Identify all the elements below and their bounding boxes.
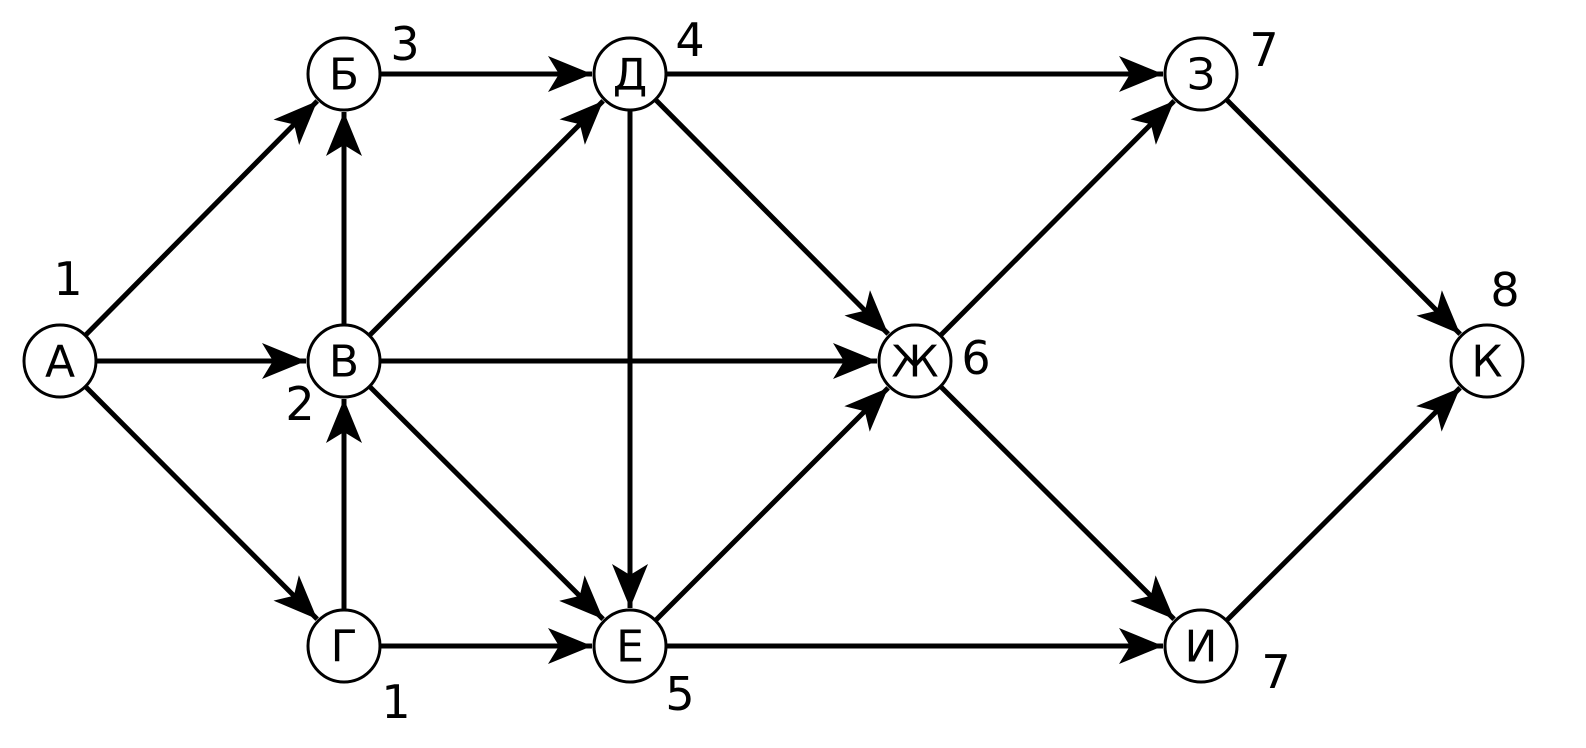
- node-circle: [592, 608, 668, 684]
- node-circle: [22, 323, 98, 399]
- node-circle: [877, 323, 953, 399]
- edge-i-to-k: [1224, 386, 1462, 623]
- node-weight-d: 4: [675, 13, 704, 67]
- weights-layer: 1 3 2 1 4 5 6 7 7 8: [53, 13, 1519, 729]
- nodes-layer: А Б В Г Д Е Ж З И К: [22, 36, 1525, 684]
- node-b: Б: [306, 36, 382, 112]
- node-label: З: [1187, 50, 1215, 101]
- node-label: Б: [329, 50, 359, 101]
- node-d: Д: [592, 36, 668, 112]
- edge-a-to-g: [83, 384, 319, 621]
- node-label: К: [1471, 337, 1502, 388]
- node-zh: Ж: [877, 323, 953, 399]
- node-weight-z: 7: [1249, 23, 1278, 77]
- edge-zh-to-z: [938, 99, 1176, 338]
- edge-v-to-d: [367, 99, 605, 338]
- node-circle: [306, 36, 382, 112]
- node-weight-g: 1: [381, 675, 410, 729]
- node-circle: [1163, 36, 1239, 112]
- node-label: Е: [616, 622, 644, 673]
- node-z: З: [1163, 36, 1239, 112]
- node-e: Е: [592, 608, 668, 684]
- node-weight-k: 8: [1490, 263, 1519, 317]
- node-label: В: [329, 337, 359, 388]
- edges-layer: [83, 56, 1462, 664]
- node-weight-a: 1: [53, 252, 82, 306]
- edge-z-to-k: [1224, 97, 1462, 336]
- node-weight-zh: 6: [961, 331, 990, 385]
- node-circle: [1449, 323, 1525, 399]
- node-label: Г: [331, 622, 358, 673]
- node-g: Г: [306, 608, 382, 684]
- edge-e-to-zh: [653, 386, 890, 623]
- node-label: Ж: [891, 337, 938, 388]
- node-weight-v: 2: [285, 377, 314, 431]
- node-circle: [306, 608, 382, 684]
- node-circle: [306, 323, 382, 399]
- edge-a-to-b: [83, 99, 320, 338]
- node-k: К: [1449, 323, 1525, 399]
- node-circle: [1163, 608, 1239, 684]
- node-a: А: [22, 323, 98, 399]
- node-label: И: [1185, 622, 1218, 673]
- node-weight-b: 3: [390, 17, 419, 71]
- node-v: В: [306, 323, 382, 399]
- edge-zh-to-i: [938, 384, 1176, 621]
- edge-v-to-e: [367, 384, 605, 621]
- node-i: И: [1163, 608, 1239, 684]
- node-weight-e: 5: [665, 667, 694, 721]
- edge-d-to-zh: [653, 97, 890, 336]
- node-circle: [592, 36, 668, 112]
- node-weight-i: 7: [1261, 645, 1290, 699]
- node-label: А: [45, 337, 75, 388]
- node-label: Д: [613, 50, 647, 101]
